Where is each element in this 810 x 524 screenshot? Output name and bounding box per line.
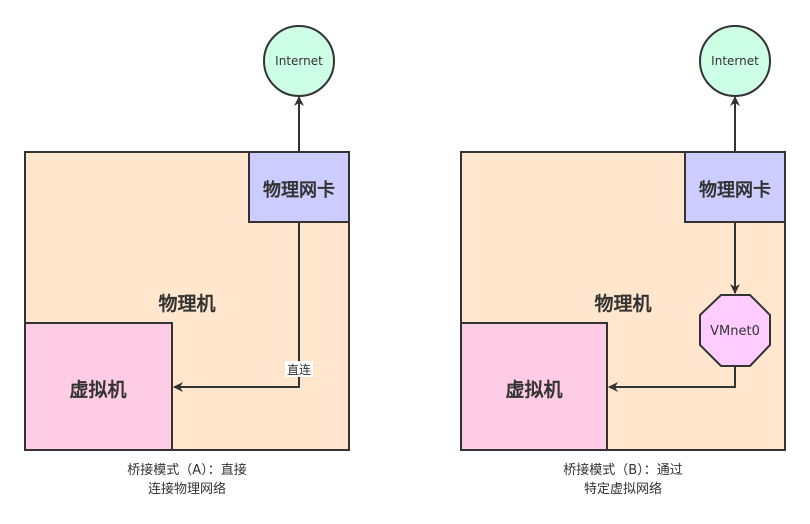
vmnet-to-vm-edge (608, 366, 736, 392)
nic-to-vm-edge (173, 222, 300, 392)
edge-label-direct: 直连 (287, 362, 311, 377)
physical-nic-label: 物理网卡 (263, 179, 335, 201)
internet-label: Internet (711, 54, 759, 68)
diagram-a: 物理机 虚拟机 物理网卡 Internet 直连 桥接模式（A）：直接 连接物理… (24, 25, 350, 497)
edge-label-bg (285, 361, 313, 377)
vmnet-switch-node (699, 294, 771, 367)
physical-host-label: 物理机 (594, 292, 651, 315)
virtual-machine-box (24, 322, 173, 451)
physical-host-label: 物理机 (158, 292, 215, 315)
virtual-machine-label: 虚拟机 (505, 378, 562, 401)
vmnet-switch-label: VMnet0 (710, 324, 760, 339)
internet-node (699, 25, 771, 97)
caption-a-line2: 连接物理网络 (148, 481, 226, 497)
caption-b-line2: 特定虚拟网络 (584, 481, 662, 497)
virtual-machine-box (460, 322, 608, 451)
virtual-machine-label: 虚拟机 (69, 378, 126, 401)
internet-node (263, 25, 335, 97)
physical-nic-label: 物理网卡 (699, 179, 771, 201)
caption-b-line1: 桥接模式（B）：通过 (563, 462, 682, 478)
diagram-b: 物理机 虚拟机 物理网卡 Internet VMnet0 桥接模式（B）：通过 … (460, 25, 786, 497)
caption-a-line1: 桥接模式（A）：直接 (127, 462, 246, 478)
physical-nic-box (684, 151, 786, 223)
internet-label: Internet (275, 54, 323, 68)
